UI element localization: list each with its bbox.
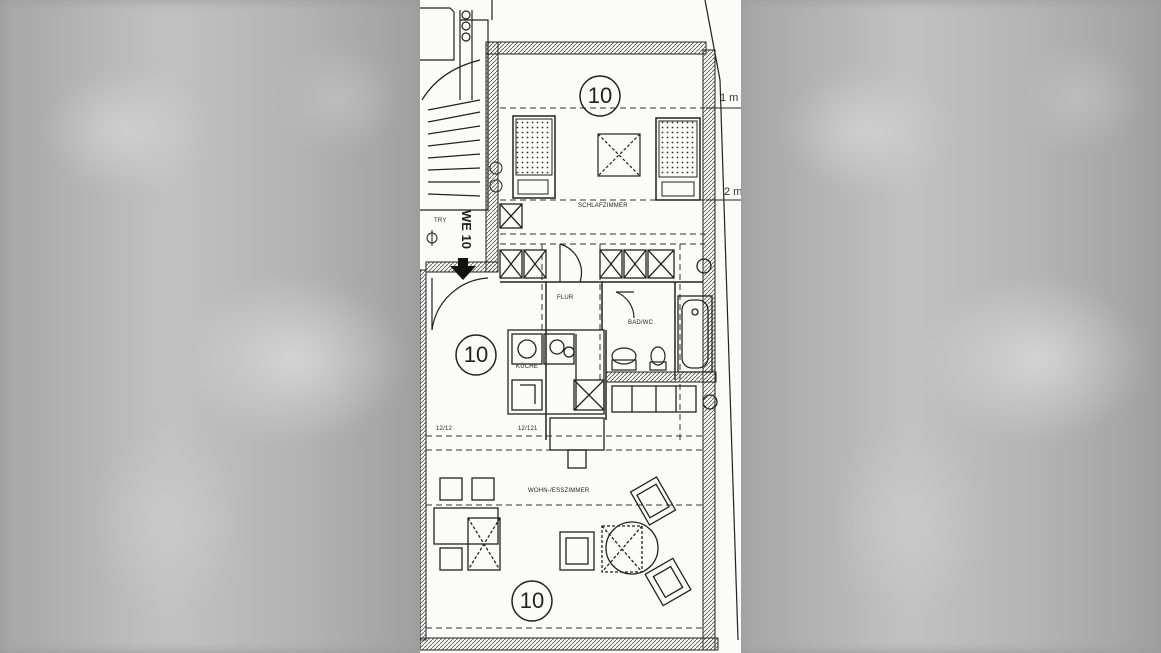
dimension-label-center: 12/121 xyxy=(518,426,538,432)
room-label-bedroom: SCHLAFZIMMER xyxy=(578,203,628,209)
floor-plan-drawing xyxy=(420,0,741,651)
apartment-number-top: 10 xyxy=(587,83,613,108)
wardrobes xyxy=(499,203,712,279)
coffee-table xyxy=(601,521,659,575)
apartment-number-circle-middle xyxy=(455,334,497,376)
inner-walls xyxy=(500,281,703,440)
bed-left xyxy=(512,115,556,199)
dimension-label-left: 12/12 xyxy=(436,426,453,432)
room-label-hall: FLUR xyxy=(557,295,574,301)
doors xyxy=(431,243,635,331)
dining-chairs xyxy=(433,477,501,571)
blurred-background-right xyxy=(741,0,1161,653)
scale-mark-bottom: 2 m xyxy=(724,186,741,198)
floor-plan: 10 10 10 SCHLAFZIMMER FLUR BAD/WC KÜCHE … xyxy=(420,0,741,653)
scale-mark-top: 1 m xyxy=(720,92,739,104)
blurred-background-left xyxy=(0,0,420,653)
bath-fixtures xyxy=(611,346,667,371)
entrance-arrow-icon xyxy=(450,258,476,280)
kitchen-island xyxy=(549,417,605,469)
room-label-living: WOHN-/ESSZIMMER xyxy=(528,488,590,494)
apartment-number-circle-top xyxy=(579,75,621,117)
bedroom-table xyxy=(597,133,641,177)
kitchen-bench xyxy=(611,385,718,413)
kitchen-block xyxy=(507,329,605,415)
staircase xyxy=(420,7,489,211)
stair-label: WE 10 xyxy=(459,210,474,250)
bed-right xyxy=(655,117,701,201)
apartment-number-circle-bottom xyxy=(511,580,553,622)
apartment-number-middle: 10 xyxy=(463,342,489,367)
apartment-number-bottom: 10 xyxy=(519,588,545,613)
door-marker-label: TRY xyxy=(434,218,447,224)
bathtub xyxy=(677,295,713,373)
armchairs xyxy=(559,476,692,607)
room-label-kitchen: KÜCHE xyxy=(516,364,539,370)
room-label-bath: BAD/WC xyxy=(628,320,654,326)
